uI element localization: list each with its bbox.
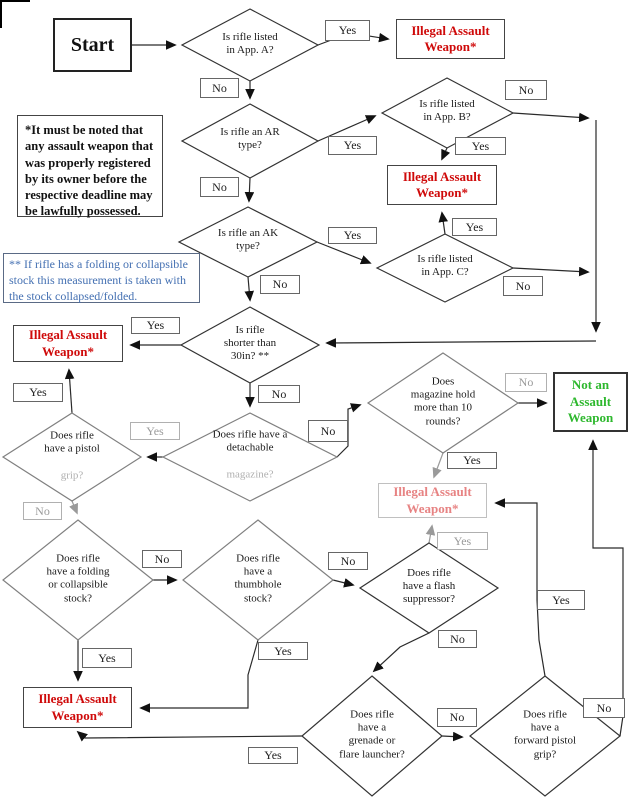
detachable-mag-label-faded: magazine?	[226, 468, 274, 481]
decision-shape-app-c	[375, 233, 515, 303]
edge-flash-no	[372, 632, 430, 673]
edge-rail-to-shorter	[325, 338, 597, 348]
label-appC-yes: Yes	[452, 218, 497, 236]
scan-artifact-vertical	[0, 0, 2, 28]
label-mag10-yes: Yes	[447, 452, 497, 469]
detachable-mag-label-main: Does rifle have a detachable	[212, 428, 288, 454]
label-thumb-no: No	[328, 552, 368, 570]
decision-shape-folding-stock	[2, 519, 154, 641]
decision-shape-ak-type	[177, 206, 319, 278]
edge-grenade-no	[441, 731, 464, 742]
label-grenade-yes: Yes	[248, 747, 298, 764]
note-stock-measurement: ** If rifle has a folding or collapsible…	[3, 253, 200, 303]
illegal-assault-weapon-box-3: Illegal Assault Weapon*	[13, 325, 123, 362]
decision-mag-10-label: Does magazine hold more than 10 rounds?	[410, 375, 476, 428]
not-assault-weapon-box: Not an Assault Weapon	[553, 372, 628, 432]
illegal-assault-weapon-box-2: Illegal Assault Weapon*	[387, 165, 497, 205]
label-pistol-no: No	[23, 502, 62, 520]
edge-appB-yes	[441, 147, 451, 161]
decision-app-c-label: Is rifle listed in App. C?	[417, 252, 473, 278]
label-shorter-no: No	[258, 385, 300, 403]
decision-app-a-label: Is rifle listed in App. A?	[222, 30, 278, 56]
edge-mag10-yes	[432, 452, 444, 479]
edge-grenade-yes	[76, 730, 303, 742]
label-folding-no: No	[142, 550, 182, 568]
illegal-assault-weapon-box-4: Illegal Assault Weapon*	[378, 483, 487, 518]
decision-detachable-mag-label: Does rifle have a detachable magazine?	[180, 415, 320, 494]
edge-appC-no	[512, 266, 590, 277]
decision-ar-type-label: Is rifle an AR type?	[220, 125, 280, 151]
decision-thumbhole-label: Does rifle have a thumbhole stock?	[234, 552, 282, 605]
edge-ar-no	[244, 177, 255, 203]
decision-shape-thumbhole	[182, 519, 334, 641]
label-flash-no: No	[438, 630, 477, 648]
decision-ak-type-label: Is rifle an AK type?	[217, 226, 279, 252]
decision-folding-stock-label: Does rifle have a folding or collapsible…	[46, 552, 110, 605]
decision-shape-shorter-30	[179, 306, 321, 384]
decision-forward-grip-label: Does rifle have a forward pistol grip?	[513, 708, 576, 761]
start-box: Start	[53, 18, 132, 72]
decision-shape-pistol-grip	[1, 412, 143, 502]
decision-shape-grenade	[301, 675, 443, 797]
edge-pistol-yes	[64, 368, 75, 414]
decision-shape-app-b	[380, 77, 515, 149]
edge-thumb-no	[332, 578, 355, 588]
label-appC-no: No	[503, 276, 543, 296]
edge-appB-no	[512, 112, 590, 123]
label-thumb-yes: Yes	[258, 642, 308, 660]
label-detach-yes: Yes	[130, 422, 180, 440]
decision-shape-detachable-mag	[161, 412, 339, 502]
edge-ak-yes	[316, 241, 372, 265]
decision-shape-flash	[358, 542, 500, 634]
illegal-assault-weapon-box-1: Illegal Assault Weapon*	[396, 19, 505, 59]
label-ar-yes: Yes	[328, 136, 377, 155]
edge-ar-yes	[317, 115, 377, 142]
label-ak-yes: Yes	[328, 227, 377, 244]
label-appB-no: No	[505, 80, 547, 100]
label-mag10-no: No	[505, 373, 547, 392]
edge-ak-no	[244, 276, 255, 302]
label-pistol-yes: Yes	[13, 383, 63, 402]
label-appA-no: No	[200, 78, 239, 98]
decision-shape-ar-type	[180, 103, 320, 179]
label-detach-no: No	[308, 420, 348, 442]
scan-artifact-horizontal	[0, 0, 30, 2]
edge-thumb-yes	[139, 639, 259, 713]
label-ar-no: No	[200, 177, 239, 197]
edge-detach-no	[336, 403, 362, 458]
edge-forward-no	[588, 439, 624, 737]
label-appA-yes: Yes	[325, 20, 370, 41]
note-registered-weapons: *It must be noted that any assault weapo…	[17, 115, 163, 218]
decision-flash-label: Does rifle have a flash suppressor?	[402, 567, 456, 606]
decision-shape-app-a	[180, 8, 320, 82]
pistol-grip-label-main: Does rifle have a pistol	[44, 429, 100, 455]
illegal-assault-weapon-box-5: Illegal Assault Weapon*	[23, 687, 132, 728]
label-shorter-yes: Yes	[131, 317, 180, 334]
decision-shape-mag-10	[366, 352, 520, 454]
edge-pistol-no	[69, 500, 78, 515]
label-folding-yes: Yes	[82, 648, 132, 668]
label-flash-yes: Yes	[437, 532, 488, 550]
decision-shorter-30-label: Is rifle shorter than 30in? **	[223, 324, 277, 363]
label-forward-yes: Yes	[537, 590, 585, 610]
label-ak-no: No	[260, 275, 300, 294]
edge-flash-yes	[425, 524, 436, 544]
decision-pistol-grip-label: Does rifle have a pistol grip?	[17, 416, 127, 495]
label-grenade-no: No	[437, 708, 477, 727]
label-appB-yes: Yes	[455, 137, 506, 155]
edge-appC-yes	[438, 211, 449, 235]
decision-app-b-label: Is rifle listed in App. B?	[419, 97, 475, 123]
pistol-grip-label-faded: grip?	[60, 469, 84, 482]
decision-grenade-label: Does rifle have a grenade or flare launc…	[339, 708, 405, 761]
label-forward-no: No	[583, 698, 625, 718]
